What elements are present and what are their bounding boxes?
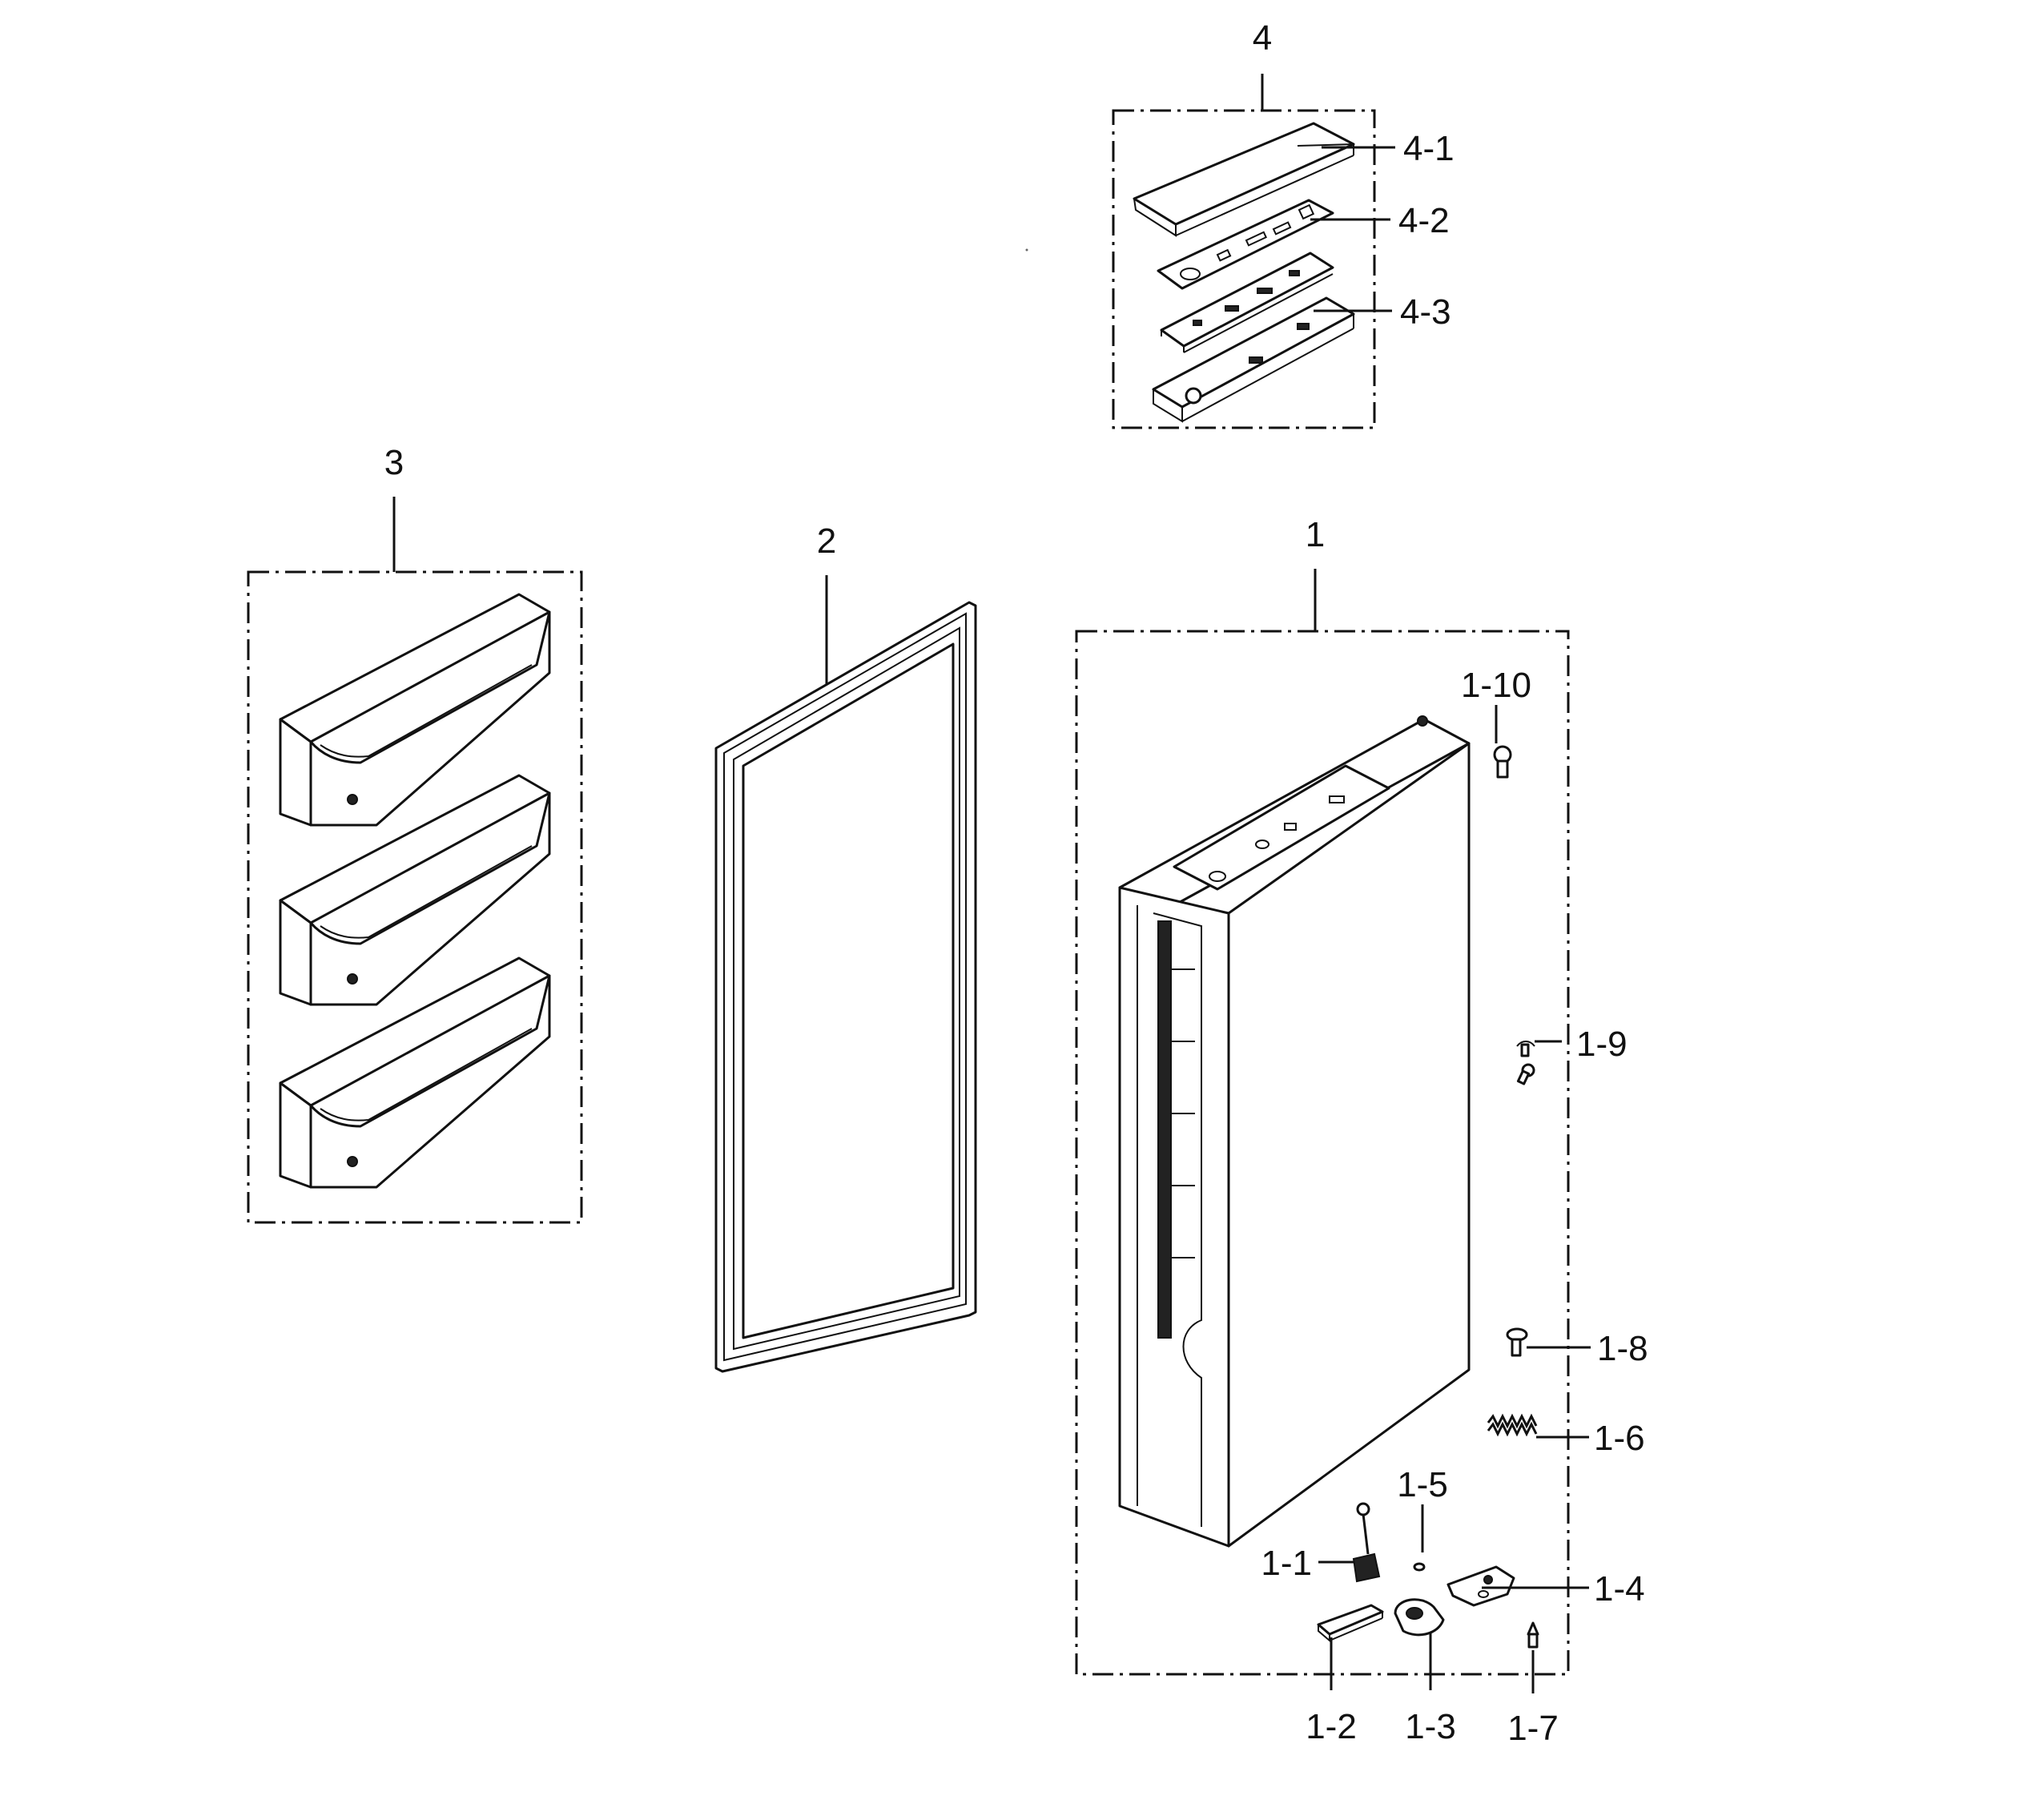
door-group-1: 1 1-10 <box>1075 515 1648 1748</box>
callout-1-9: 1-9 <box>1576 1025 1628 1064</box>
stray-dot <box>1025 248 1028 252</box>
door-guard-2 <box>279 774 551 1006</box>
callout-1-10: 1-10 <box>1461 666 1531 705</box>
washer-1-5 <box>1413 1562 1426 1572</box>
callout-1-8: 1-8 <box>1597 1329 1648 1368</box>
callout-4-1: 4-1 <box>1403 129 1455 168</box>
callout-1-3: 1-3 <box>1405 1707 1456 1746</box>
door-guard-1 <box>279 593 551 827</box>
callout-4: 4 <box>1253 18 1272 58</box>
callout-4-3: 4-3 <box>1400 292 1451 332</box>
screw-1-8 <box>1506 1327 1528 1357</box>
screw-1-7 <box>1527 1621 1539 1649</box>
callout-1-2: 1-2 <box>1306 1707 1357 1746</box>
gasket-2: 2 <box>714 521 977 1373</box>
callout-2: 2 <box>817 521 836 561</box>
panel-group-4: 4 <box>1112 18 1455 429</box>
panel-case <box>1152 296 1355 423</box>
callout-1: 1 <box>1306 515 1325 554</box>
door-guard-3 <box>279 956 551 1189</box>
hinge-bracket-1-4 <box>1446 1565 1515 1607</box>
door-body <box>1118 715 1471 1548</box>
cam-1-3 <box>1394 1598 1445 1637</box>
callout-1-5: 1-5 <box>1397 1465 1448 1504</box>
panel-pcb-4-3 <box>1160 252 1334 353</box>
screws-1-9 <box>1516 1041 1535 1085</box>
callout-1-1: 1-1 <box>1261 1544 1312 1583</box>
guard-group-3: 3 <box>247 443 583 1224</box>
callout-4-2: 4-2 <box>1398 201 1450 240</box>
spring-1-6 <box>1487 1413 1538 1437</box>
hinge-pin-1-1 <box>1352 1502 1381 1583</box>
panel-plate-4-2 <box>1157 199 1334 290</box>
panel-cover-4-1 <box>1133 122 1355 237</box>
callout-1-4: 1-4 <box>1594 1569 1645 1609</box>
callout-1-6: 1-6 <box>1594 1419 1645 1458</box>
callout-1-7: 1-7 <box>1507 1709 1559 1748</box>
callout-3: 3 <box>384 443 404 482</box>
screw-1-10 <box>1493 745 1512 779</box>
hinge-cap-1-2 <box>1317 1604 1384 1643</box>
